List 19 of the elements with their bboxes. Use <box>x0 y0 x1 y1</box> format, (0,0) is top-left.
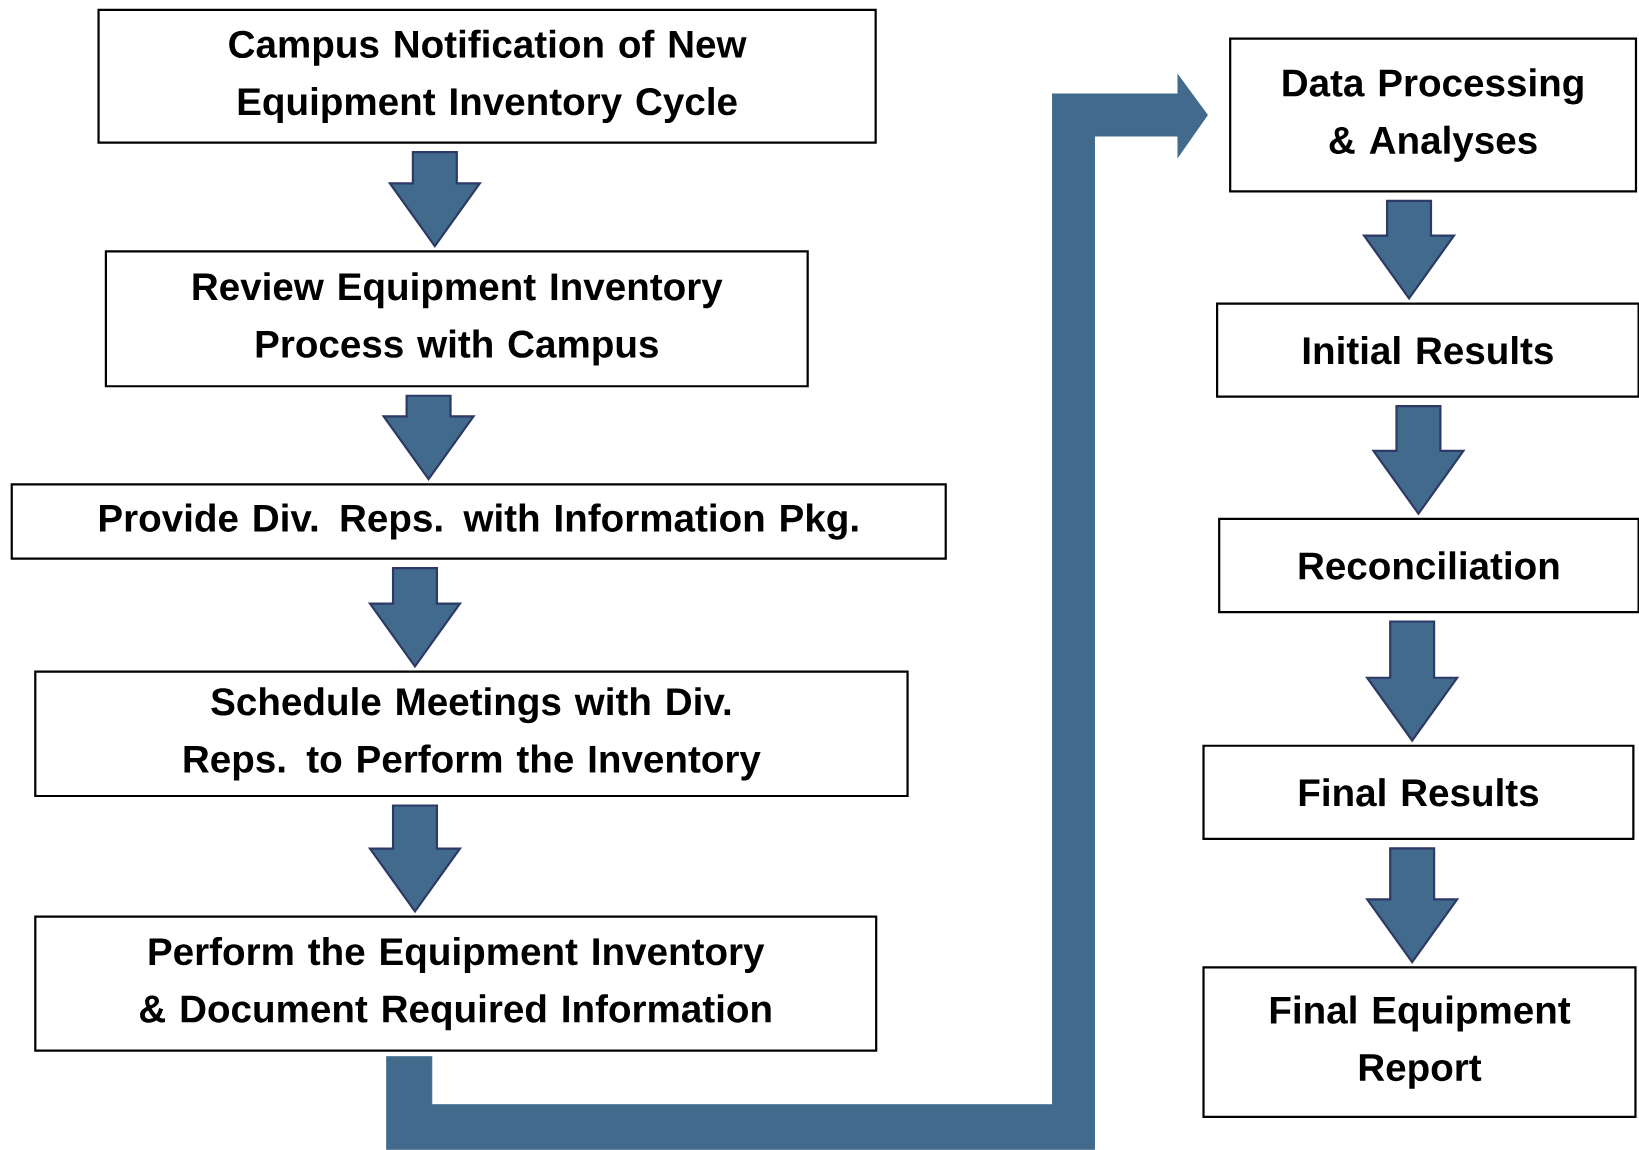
process-box: Campus Notification of New Equipment Inventory Cycle <box>97 8 877 144</box>
block-arrow <box>386 73 1208 1150</box>
block-arrow <box>387 151 482 249</box>
process-box: Review Equipment Inventory Process with Campus <box>104 250 809 388</box>
block-arrow <box>1365 620 1460 743</box>
block-arrow <box>1361 199 1457 301</box>
process-box: Reconciliation <box>1218 517 1639 614</box>
process-box: Final Equipment Report <box>1202 966 1637 1119</box>
block-arrow <box>367 804 463 914</box>
process-box: Data Processing & Analyses <box>1229 37 1638 193</box>
block-arrow <box>1371 405 1466 516</box>
process-box: Provide Div. Reps. with Information Pkg. <box>10 483 947 560</box>
process-box: Perform the Equipment Inventory & Document Required Information <box>34 915 878 1052</box>
process-box: Final Results <box>1202 744 1635 841</box>
block-arrow <box>367 567 463 669</box>
block-arrow <box>381 394 476 482</box>
process-box: Schedule Meetings with Div. Reps. to Perform the Inventory <box>34 670 909 798</box>
process-box: Initial Results <box>1216 302 1639 398</box>
block-arrow <box>1365 847 1460 965</box>
